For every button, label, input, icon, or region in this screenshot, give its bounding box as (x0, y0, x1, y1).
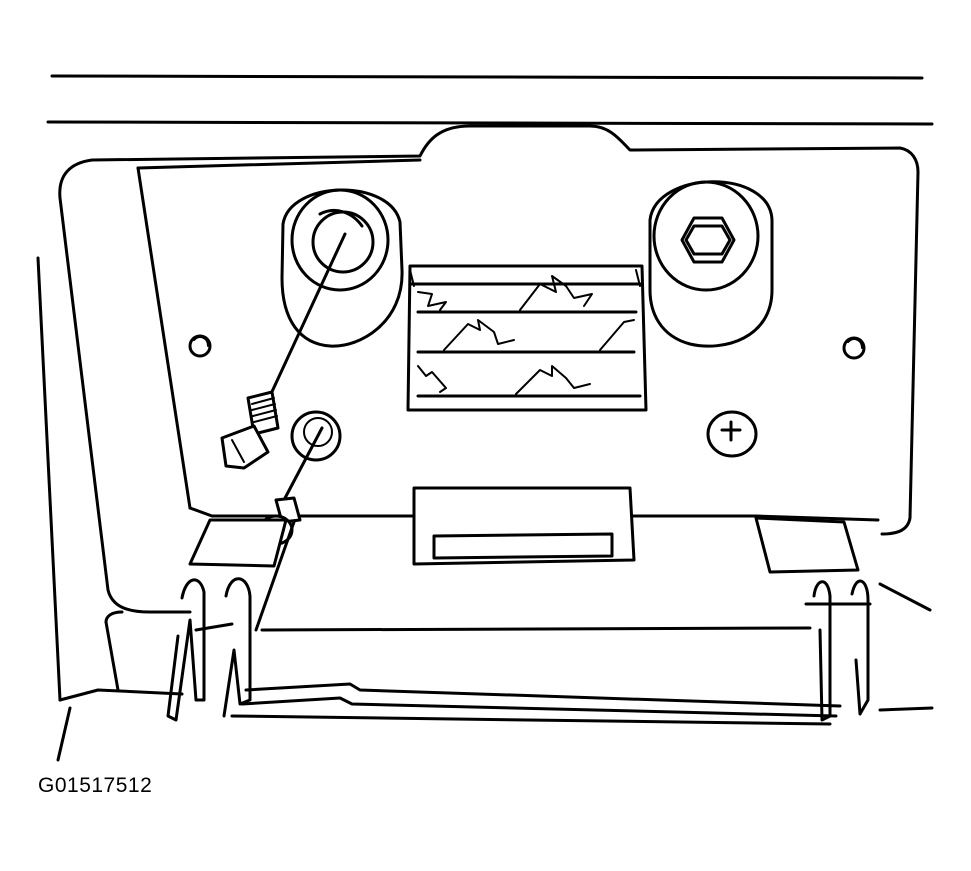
right-clip-plate (754, 516, 860, 574)
hex-nut-icon (680, 216, 736, 264)
body-panel-recess (36, 124, 932, 702)
figure-id-label: G01517512 (38, 774, 153, 797)
center-tab (412, 486, 636, 566)
bolt-icon (220, 390, 280, 470)
right-mounting-boss (648, 180, 774, 348)
leader-lines (268, 232, 347, 502)
left-clip-plate (188, 518, 288, 568)
locating-studs (188, 334, 866, 360)
right-hinge (804, 579, 872, 722)
center-label-plate (406, 264, 648, 412)
mounting-bracket (136, 158, 880, 522)
phillips-screw-icon (706, 410, 758, 458)
left-hinge (166, 577, 252, 722)
lower-left-stud (290, 410, 342, 462)
body-trim-lines (46, 74, 934, 126)
left-mounting-boss (280, 188, 404, 348)
tailgate-lower-body (56, 520, 934, 762)
